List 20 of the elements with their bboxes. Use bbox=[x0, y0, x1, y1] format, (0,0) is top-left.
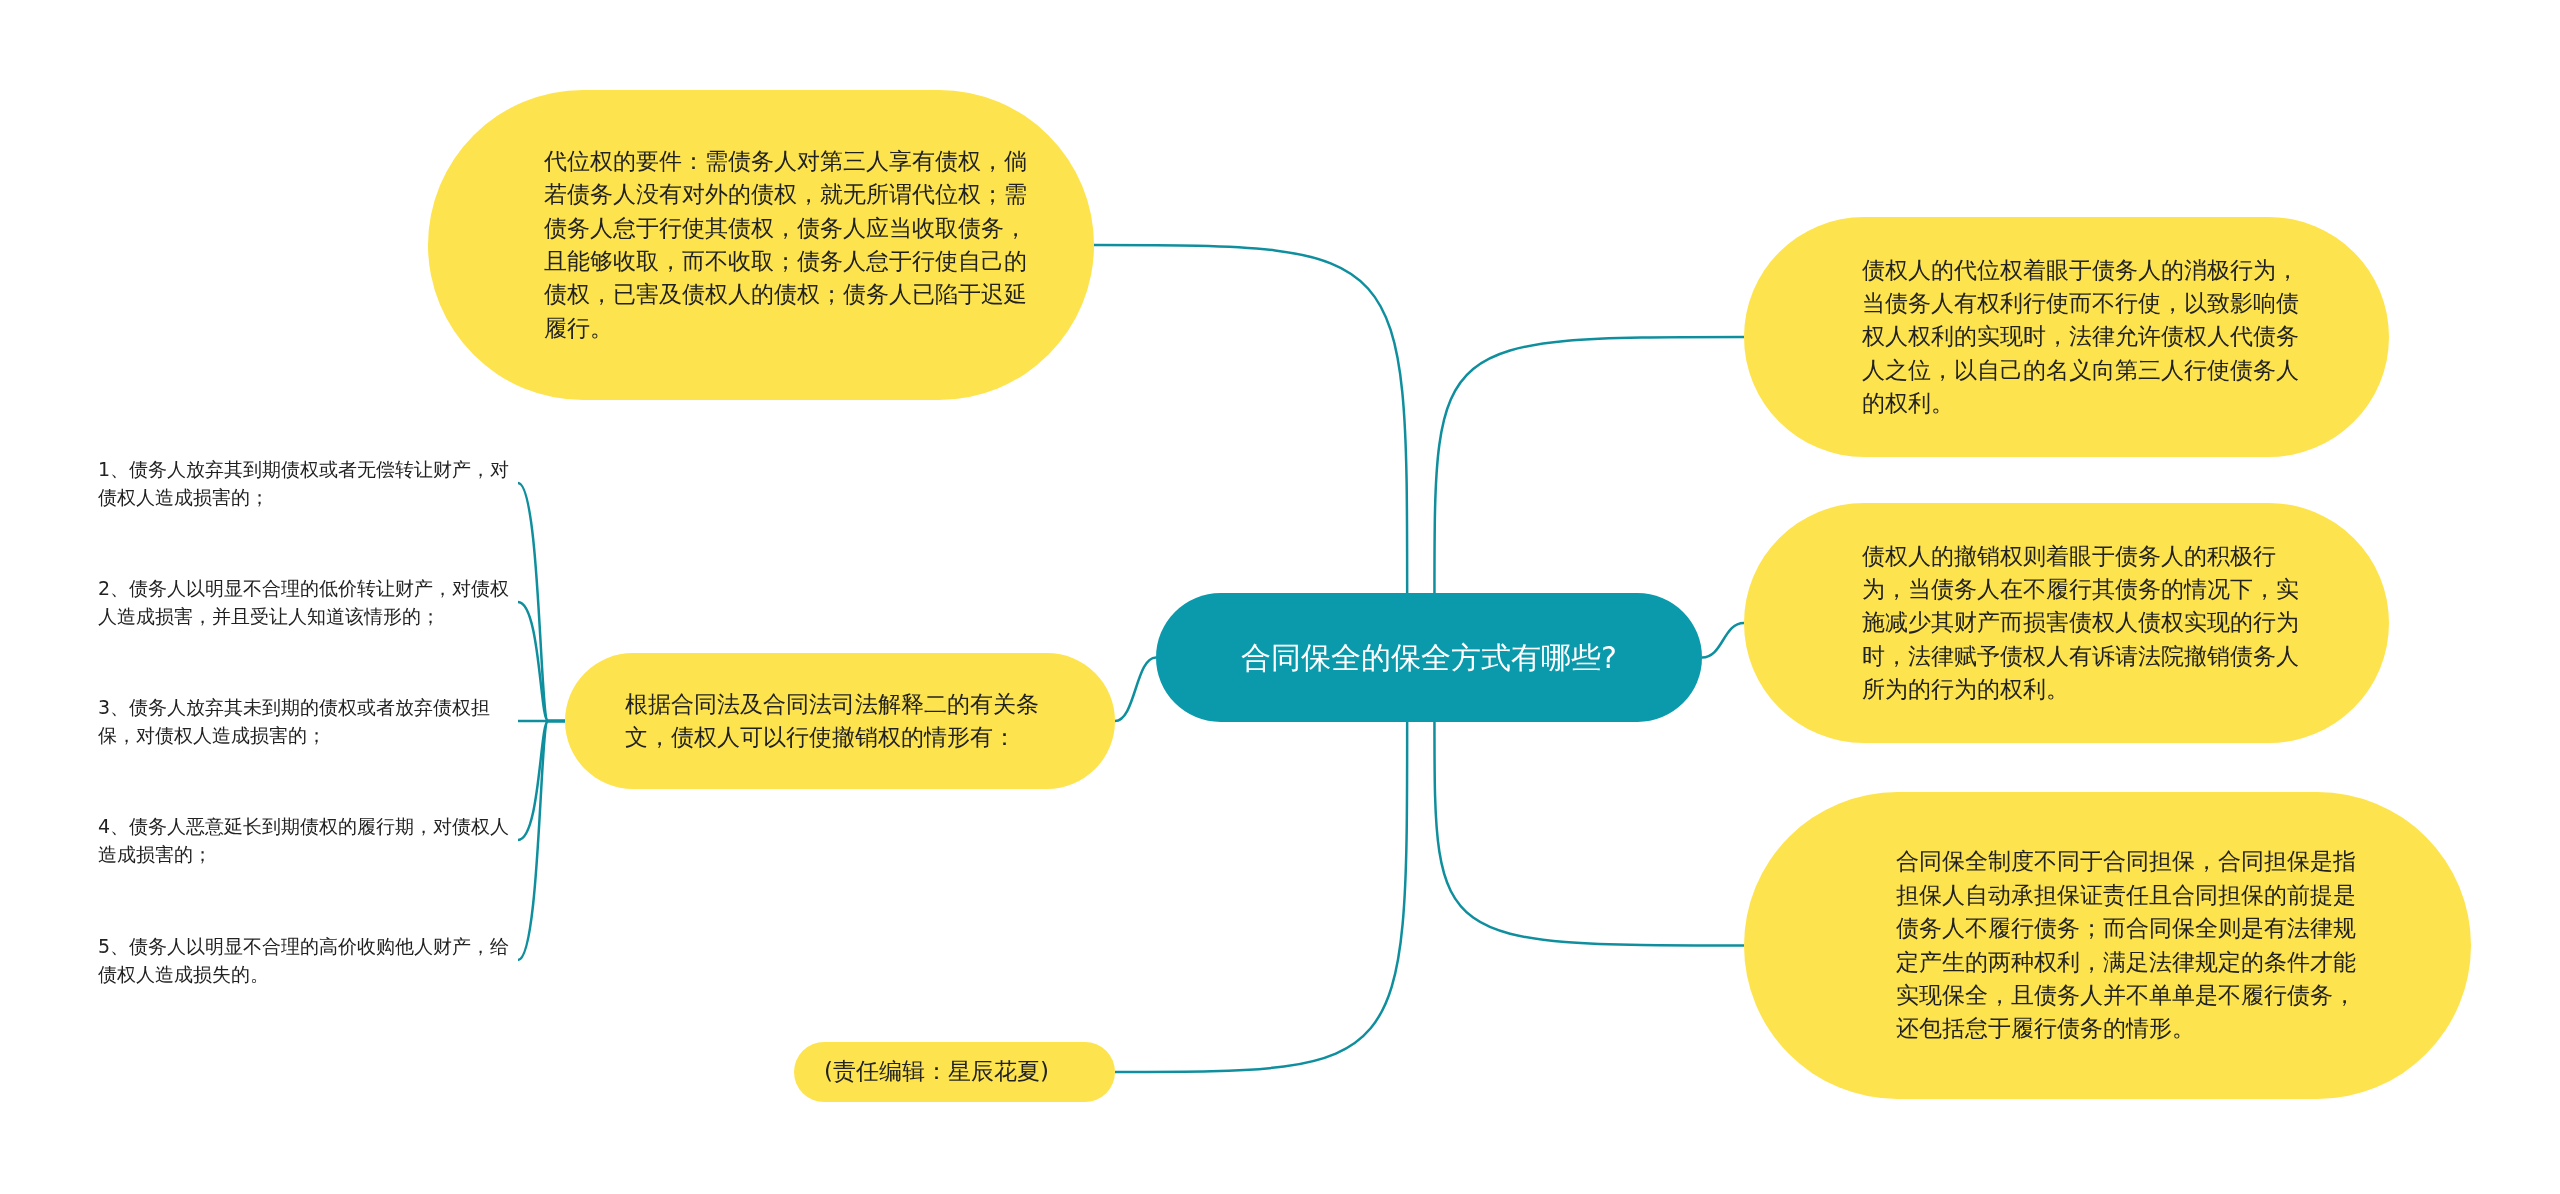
connector-line bbox=[1094, 243, 1409, 593]
node-text: 债权人的代位权着眼于债务人的消极行为，当债务人有权利行使而不行使，以致影响债权人权利的实现时，法律允许债权人代债务人之位，以自己的名义向第三人行使债务人的权利。 bbox=[1862, 255, 2300, 418]
list-item-text: 1、债务人放弃其到期债权或者无偿转让财产，对债权人造成损害的； bbox=[98, 448, 518, 518]
node-text: 合同保全制度不同于合同担保，合同担保是指担保人自动承担保证责任且合同担保的前提是债务人不履行债务；而合同保全则是有法律规定产生的两种权利，满足法律规定的条件才能实现保全，且债务人并不单单是不履行债务，还包括怠于履行债务的情形。 bbox=[1896, 847, 2357, 1044]
topic-pill bbox=[794, 1042, 1115, 1102]
list-item-text: 2、债务人以明显不合理的低价转让财产，对债权人造成损害，并且受让人知道该情形的； bbox=[98, 567, 518, 637]
node-text: 代位权的要件：需债务人对第三人享有债权，倘若债务人没有对外的债权，就无所谓代位权；需债务人怠于行使其债权，债务人应当收取债务，且能够收取，而不收取；债务人怠于行使自己的债权，已害及债权人的债权；债务人已陷于迟延履行。 bbox=[544, 146, 1028, 343]
list-item-text: 3、债务人放弃其未到期的债权或者放弃债权担保，对债权人造成损害的； bbox=[98, 686, 518, 756]
connector-line bbox=[1114, 656, 1157, 723]
connector-line bbox=[517, 719, 565, 961]
node-text: 合同保全的保全方式有哪些? bbox=[1241, 638, 1617, 677]
connector-line bbox=[1701, 621, 1745, 659]
node-text: (责任编辑：星辰花夏) bbox=[824, 1057, 1049, 1087]
connector-line bbox=[1433, 722, 1744, 947]
list-item-text: 4、债务人恶意延长到期债权的履行期，对债权人造成损害的； bbox=[98, 805, 518, 875]
list-item-text: 5、债务人以明显不合理的高价收购他人财产，给债权人造成损失的。 bbox=[98, 925, 518, 995]
node-text: 根据合同法及合同法司法解释二的有关条文，债权人可以行使撤销权的情形有： bbox=[625, 689, 1040, 752]
node-text: 债权人的撤销权则着眼于债务人的积极行为，当债务人在不履行其债务的情况下，实施减少其财产而损害债权人债权实现的行为时，法律赋予债权人有诉请法院撤销债务人所为的行为的权利。 bbox=[1862, 541, 2300, 704]
connector-line bbox=[1433, 335, 1744, 593]
connector-line bbox=[1115, 722, 1409, 1074]
